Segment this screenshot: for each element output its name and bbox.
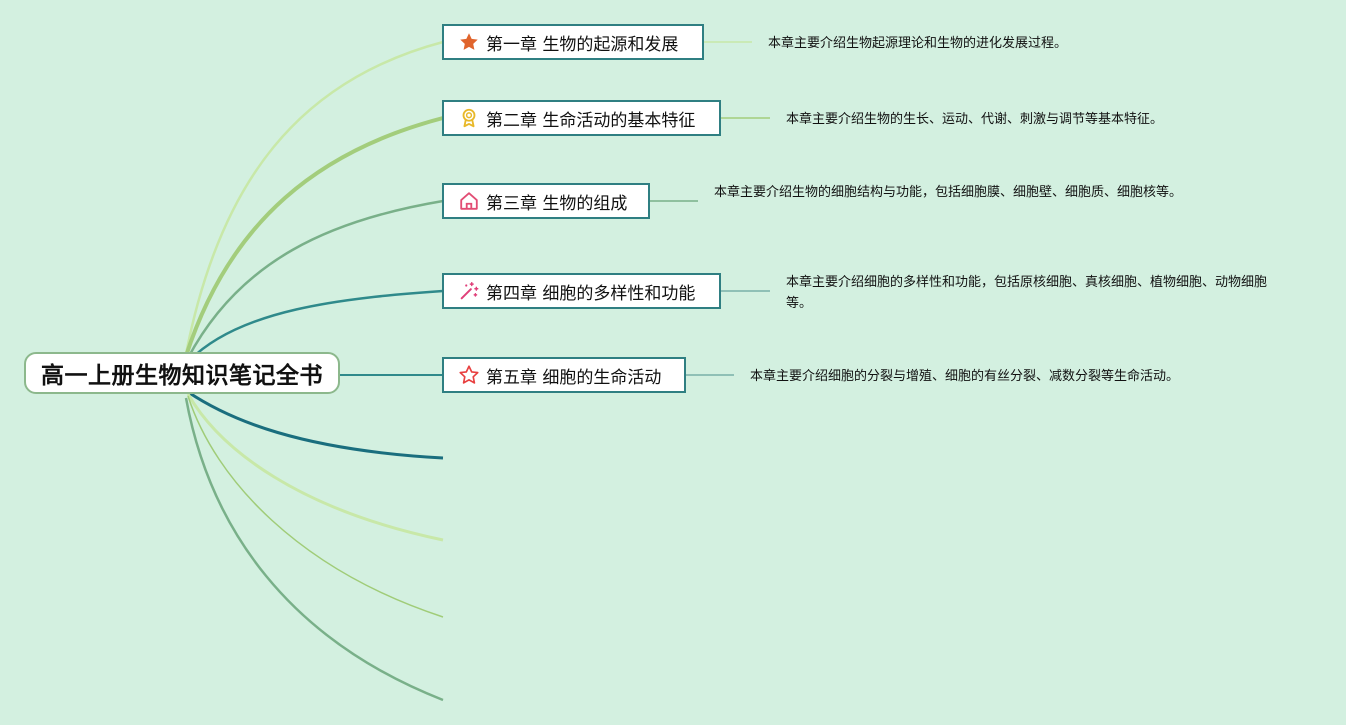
- chapter-node-1[interactable]: 第一章 生物的起源和发展: [442, 24, 704, 60]
- chapter-node-5[interactable]: 第五章 细胞的生命活动: [442, 357, 686, 393]
- chapter-node-3[interactable]: 第三章 生物的组成: [442, 183, 650, 219]
- award-medal-icon: [458, 107, 480, 129]
- chapter-title-2: 第二章 生命活动的基本特征: [486, 110, 696, 131]
- branch-connector-2: [184, 116, 444, 357]
- branch-empty-3: [187, 395, 444, 618]
- chapter-title-3: 第三章 生物的组成: [486, 193, 628, 214]
- chapter-desc-1: 本章主要介绍生物起源理论和生物的进化发展过程。: [768, 36, 1068, 51]
- magic-wand-icon: [458, 280, 480, 302]
- star-filled-icon: [458, 31, 480, 53]
- branch-connector-4: [189, 289, 444, 361]
- chapter-desc-2: 本章主要介绍生物的生长、运动、代谢、刺激与调节等基本特征。: [786, 112, 1164, 127]
- root-title: 高一上册生物知识笔记全书: [41, 363, 323, 389]
- chapter-desc-4: 本章主要介绍细胞的多样性和功能，包括原核细胞、真核细胞、植物细胞、动物细胞等。: [786, 275, 1268, 311]
- chapter-desc-5: 本章主要介绍细胞的分裂与增殖、细胞的有丝分裂、减数分裂等生命活动。: [750, 369, 1180, 384]
- branch-connector-3: [186, 199, 444, 359]
- chapter-title-5: 第五章 细胞的生命活动: [486, 367, 662, 388]
- star-outline-icon: [458, 364, 480, 386]
- root-topic[interactable]: 高一上册生物知识笔记全书: [24, 352, 340, 394]
- branch-empty-2: [186, 393, 444, 542]
- branch-empty-1: [187, 390, 444, 460]
- chapter-title-4: 第四章 细胞的多样性和功能: [486, 283, 696, 304]
- branch-empty-4: [184, 397, 444, 702]
- chapter-node-4[interactable]: 第四章 细胞的多样性和功能: [442, 273, 721, 309]
- chapter-node-2[interactable]: 第二章 生命活动的基本特征: [442, 100, 721, 136]
- chapter-title-1: 第一章 生物的起源和发展: [486, 34, 679, 55]
- branch-connector-1: [184, 40, 444, 355]
- chapter-desc-3: 本章主要介绍生物的细胞结构与功能，包括细胞膜、细胞壁、细胞质、细胞核等。: [714, 185, 1183, 200]
- home-icon: [458, 190, 480, 212]
